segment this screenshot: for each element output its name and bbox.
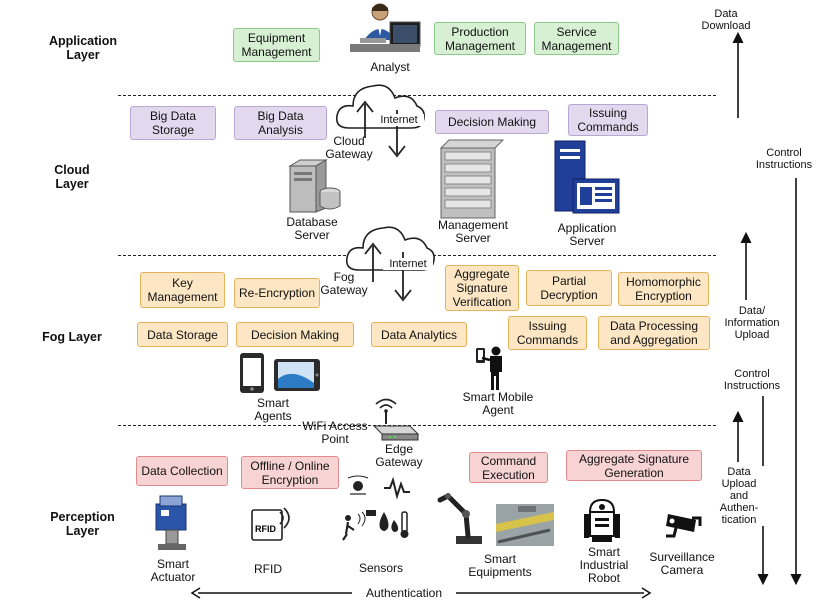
data-processing-aggregation-box: Data Processing and Aggregation bbox=[598, 316, 710, 350]
data-download-label: Data Download bbox=[701, 8, 751, 32]
analyst-label: Analyst bbox=[370, 60, 410, 74]
application-server-icon bbox=[554, 140, 620, 214]
re-encryption-box: Re-Encryption bbox=[234, 278, 320, 308]
control-instructions-top-label: Control Instructions bbox=[747, 147, 821, 171]
data-information-upload-label: Data/ Information Upload bbox=[712, 305, 792, 341]
fog-layer-label: Fog Layer bbox=[42, 330, 102, 344]
homomorphic-encryption-box: Homomorphic Encryption bbox=[618, 272, 709, 306]
smart-mobile-agent-label: Smart Mobile Agent bbox=[462, 390, 534, 417]
rfid-tag-text: RFID bbox=[255, 524, 276, 534]
cloud-issuing-commands-box: Issuing Commands bbox=[568, 104, 648, 136]
fog-decision-making-box: Decision Making bbox=[236, 322, 354, 347]
smart-equipments-label: Smart Equipments bbox=[468, 552, 532, 579]
cloud-decision-making-box: Decision Making bbox=[435, 110, 549, 134]
perception-layer-label: Perception Layer bbox=[50, 510, 115, 538]
sensors-icon bbox=[342, 475, 410, 541]
surveillance-camera-label: Surveillance Camera bbox=[649, 550, 715, 577]
smart-actuator-label: Smart Actuator bbox=[150, 557, 196, 584]
database-server-label: Database Server bbox=[286, 215, 338, 242]
database-server-icon bbox=[288, 159, 341, 213]
analyst-icon bbox=[350, 3, 421, 52]
edge-gateway-label: Edge Gateway bbox=[375, 442, 423, 469]
wifi-access-point-label: WiFi Access Point bbox=[302, 419, 368, 446]
offline-online-encryption-box: Offline / Online Encryption bbox=[241, 456, 339, 489]
management-server-label: Management Server bbox=[437, 218, 509, 245]
fog-gateway-label: Fog Gateway bbox=[320, 270, 368, 297]
smart-equipments-icon bbox=[437, 492, 554, 546]
divider-fog-perception bbox=[118, 425, 716, 426]
cloud-gateway-label: Cloud Gateway bbox=[325, 134, 373, 161]
authentication-label: Authentication bbox=[352, 587, 456, 600]
aggregate-signature-verification-box: Aggregate Signature Verification bbox=[445, 265, 519, 311]
surveillance-camera-icon bbox=[666, 514, 702, 538]
control-instructions-bottom-label: Control Instructions bbox=[712, 368, 792, 392]
service-management-box: Service Management bbox=[534, 22, 619, 55]
key-management-box: Key Management bbox=[140, 272, 225, 308]
smart-actuator-icon bbox=[155, 495, 187, 550]
cloud-layer-label: Cloud Layer bbox=[54, 163, 90, 191]
partial-decryption-box: Partial Decryption bbox=[526, 270, 612, 306]
command-execution-box: Command Execution bbox=[469, 452, 548, 483]
data-analytics-box: Data Analytics bbox=[371, 322, 467, 347]
rfid-label: RFID bbox=[254, 562, 282, 576]
application-server-label: Application Server bbox=[557, 221, 617, 248]
aggregate-signature-generation-box: Aggregate Signature Generation bbox=[566, 450, 702, 481]
fog-issuing-commands-box: Issuing Commands bbox=[508, 316, 587, 350]
smart-agents-icon bbox=[240, 353, 320, 393]
smart-mobile-agent-icon bbox=[476, 346, 502, 390]
application-layer-label: Application Layer bbox=[48, 34, 118, 62]
rfid-tag-icon: RFID bbox=[251, 507, 290, 541]
cloud-internet-label: Internet bbox=[374, 114, 424, 126]
data-upload-authentication-label: Data Upload and Authen-tication bbox=[712, 466, 766, 526]
divider-application-cloud bbox=[118, 95, 716, 96]
management-server-icon bbox=[439, 139, 505, 219]
fog-internet-label: Internet bbox=[383, 258, 433, 270]
equipment-management-box: Equipment Management bbox=[233, 28, 320, 62]
edge-gateway-icon bbox=[372, 398, 420, 441]
industrial-robot-icon bbox=[584, 498, 620, 542]
smart-agents-label: Smart Agents bbox=[254, 396, 292, 423]
data-collection-box: Data Collection bbox=[136, 456, 228, 486]
fog-data-storage-box: Data Storage bbox=[137, 322, 228, 347]
big-data-analysis-box: Big Data Analysis bbox=[234, 106, 327, 140]
smart-industrial-robot-label: Smart Industrial Robot bbox=[579, 545, 629, 585]
big-data-storage-box: Big Data Storage bbox=[130, 106, 216, 140]
production-management-box: Production Management bbox=[434, 22, 526, 55]
sensors-label: Sensors bbox=[358, 561, 404, 575]
